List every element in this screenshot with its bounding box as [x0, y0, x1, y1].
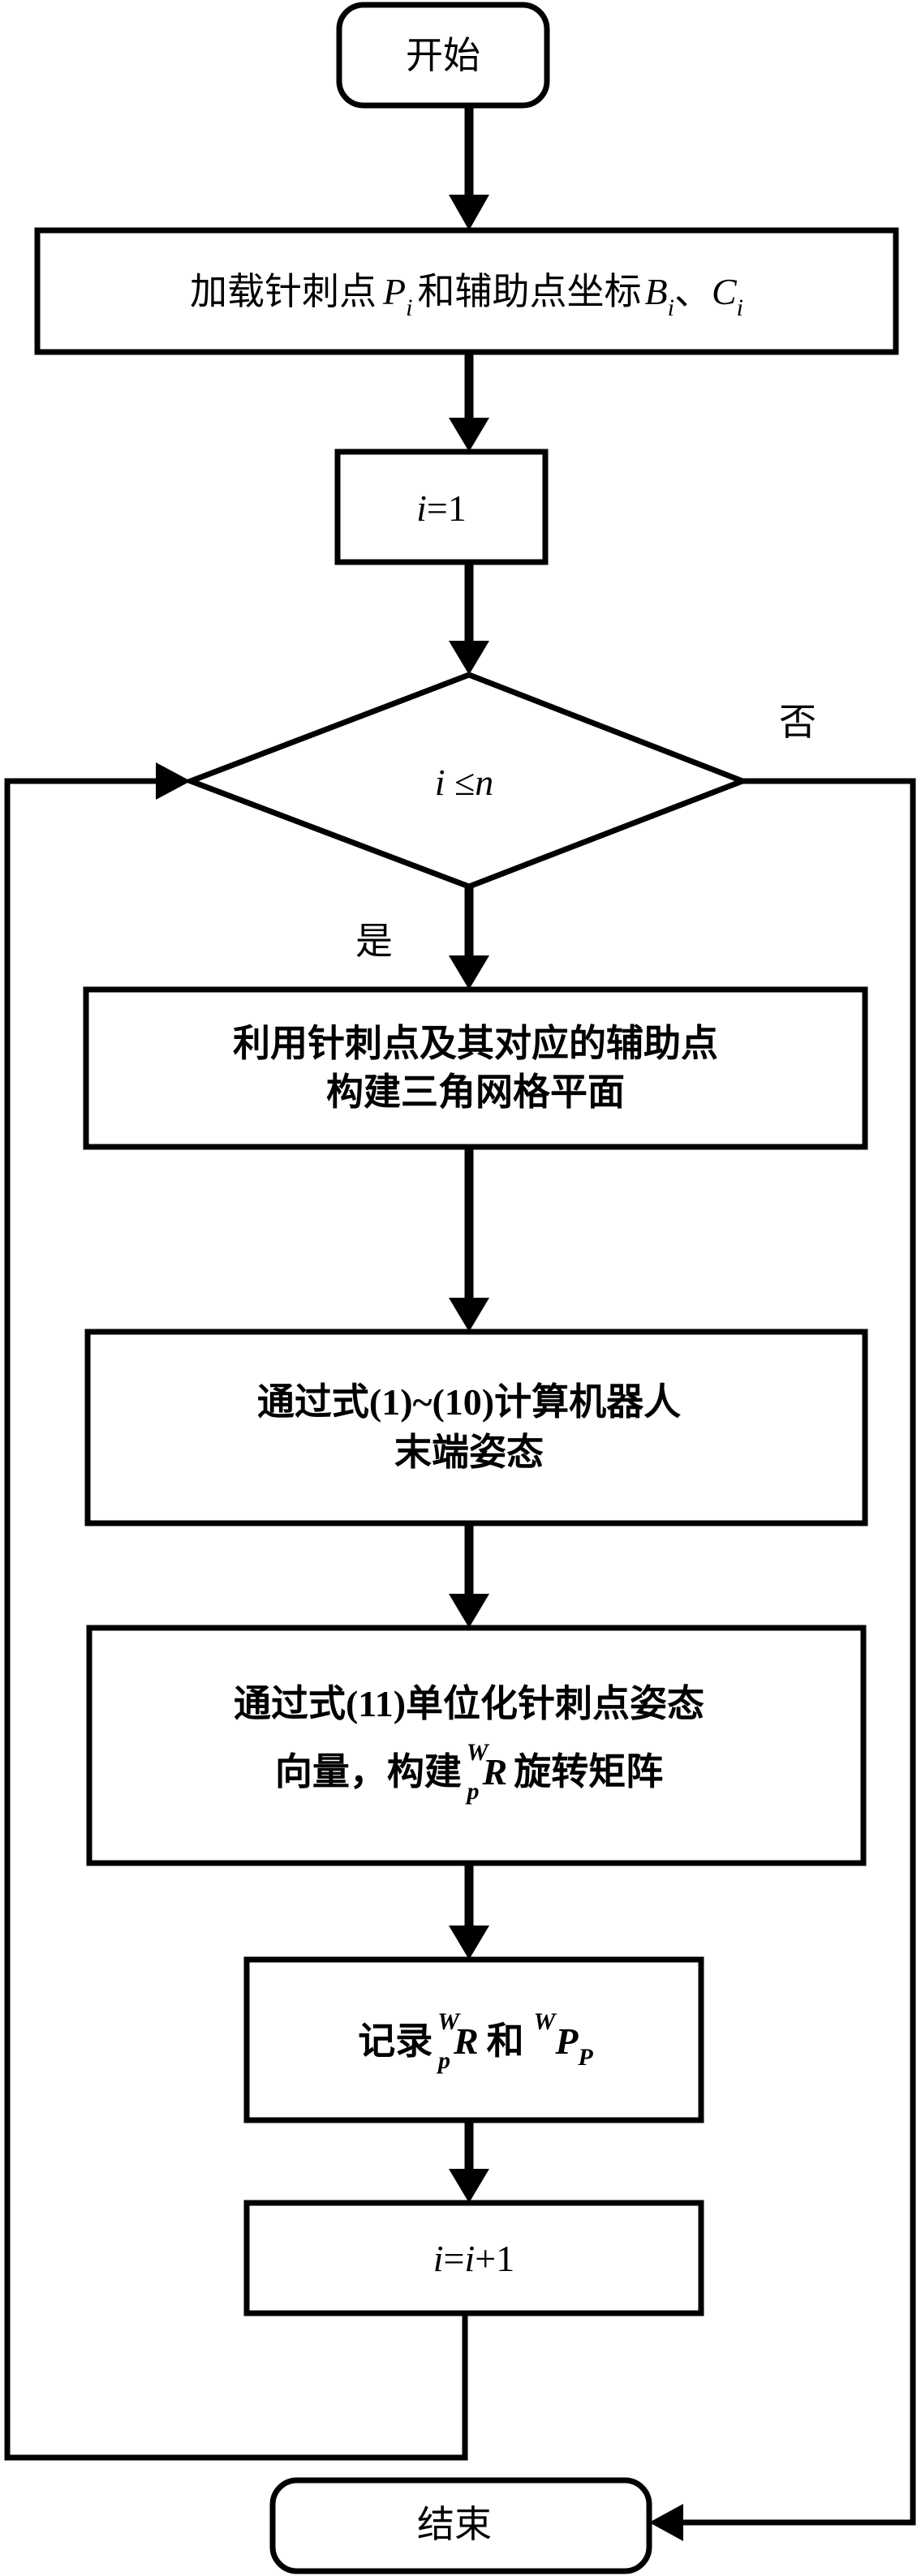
arrow [449, 564, 489, 675]
arrow [449, 1148, 489, 1332]
arrow [449, 107, 489, 230]
no-branch-connector [649, 778, 916, 2541]
arrow [449, 2122, 489, 2203]
init-label: i=1 [416, 487, 467, 529]
end-label: 结束 [417, 2504, 492, 2545]
increment-label: i=i+1 [433, 2238, 514, 2279]
yes-label: 是 [355, 921, 393, 962]
step2-line2: 末端姿态 [394, 1432, 544, 1473]
increment-box: i=i+1 [243, 2200, 704, 2316]
arrow [449, 1525, 489, 1628]
step3-line1: 通过式(11)单位化针刺点姿态 [234, 1683, 704, 1724]
arrow [449, 1865, 489, 1960]
end-terminal: 结束 [269, 2477, 652, 2574]
decision-label: i ≤n [435, 762, 494, 803]
step1-line2: 构建三角网格平面 [326, 1071, 625, 1113]
loop-back-connector [4, 762, 468, 2461]
init-box: i=1 [334, 449, 549, 565]
step2-box: 通过式(1)~(10)计算机器人 末端姿态 [84, 1329, 868, 1526]
arrow [449, 887, 489, 990]
no-label: 否 [779, 702, 816, 743]
start-label: 开始 [406, 35, 480, 76]
step1-line1: 利用针刺点及其对应的辅助点 [233, 1023, 718, 1064]
arrow [449, 354, 489, 452]
start-terminal: 开始 [336, 2, 550, 109]
step1-box: 利用针刺点及其对应的辅助点 构建三角网格平面 [83, 986, 868, 1150]
step2-line1: 通过式(1)~(10)计算机器人 [257, 1381, 681, 1423]
decision-diamond: i ≤n [183, 672, 751, 890]
